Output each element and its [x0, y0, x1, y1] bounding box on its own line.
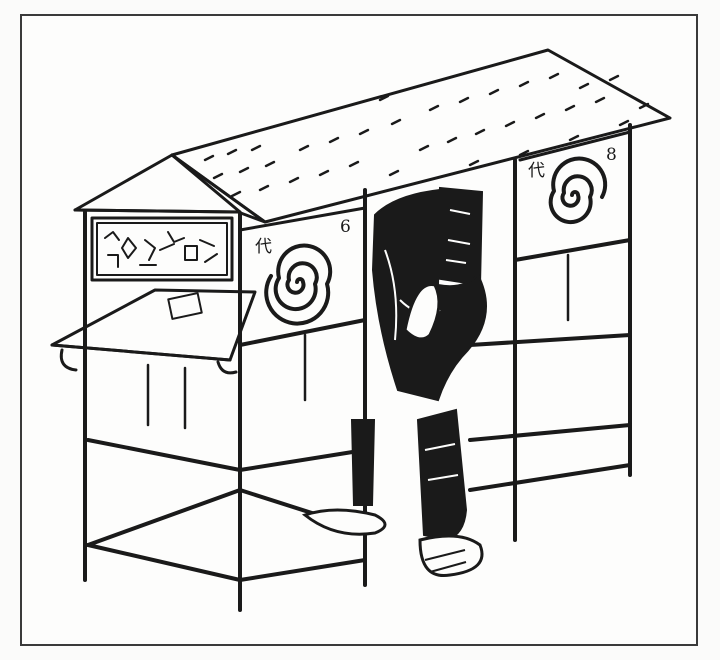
stall-frame [83, 123, 632, 612]
left-spiral-panel: 代 6 [238, 206, 367, 326]
left-panel-label-1: 代 [255, 237, 272, 257]
hanging-strings [146, 253, 570, 430]
roof [73, 48, 672, 224]
right-panel-label-2: 8 [606, 145, 617, 165]
right-panel-label-1: 代 [528, 161, 545, 181]
counter-board [50, 288, 257, 375]
roof-tile-strokes [203, 72, 650, 198]
left-panel-label-2: 6 [340, 217, 351, 237]
front-sign-panel [90, 216, 234, 282]
walking-figure [301, 186, 487, 578]
illustration-frame [20, 14, 698, 646]
right-spiral-panel: 代 8 [518, 130, 632, 225]
